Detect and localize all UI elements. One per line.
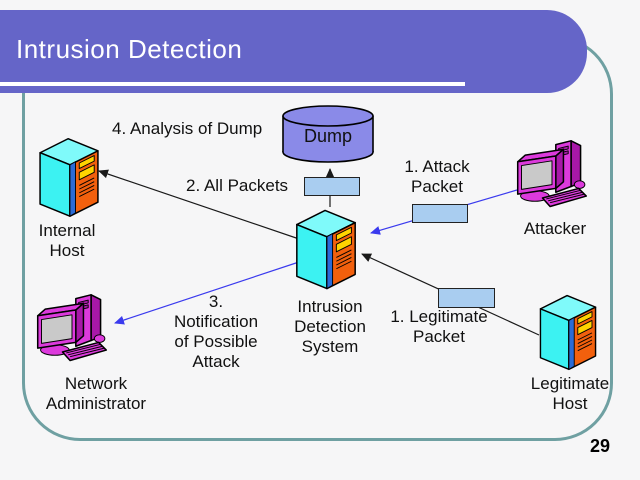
legitimate-packet-box	[438, 288, 495, 308]
title-underline	[0, 82, 465, 86]
dump-label: Dump	[303, 126, 352, 146]
slide-title: Intrusion Detection	[16, 34, 243, 64]
all-packets-box	[304, 177, 360, 196]
attack-packet-box	[412, 204, 468, 223]
legitimate-host-label: Legitimate Host	[530, 374, 610, 413]
notification-label: 3. Notification of Possible Attack	[173, 292, 259, 371]
ids-label: Intrusion Detection System	[294, 297, 366, 356]
ids-server-icon	[294, 206, 358, 292]
legitimate-packet-label: 1. Legitimate Packet	[390, 307, 488, 346]
network-admin-label: Network Administrator	[45, 374, 147, 413]
attacker-label: Attacker	[523, 219, 587, 238]
all-packets-label: 2. All Packets	[186, 176, 289, 195]
legitimate-host-server-icon	[536, 292, 600, 372]
database-icon	[282, 105, 374, 163]
analysis-of-dump-label: 4. Analysis of Dump	[112, 119, 263, 138]
page-number: 29	[589, 436, 611, 456]
internal-host-server-icon	[36, 135, 102, 219]
internal-host-label: Internal Host	[38, 221, 96, 260]
attack-packet-label: 1. Attack Packet	[404, 157, 470, 196]
header-bar: Intrusion Detection	[0, 10, 587, 93]
attacker-computer-icon	[512, 137, 592, 217]
network-admin-computer-icon	[32, 291, 112, 371]
